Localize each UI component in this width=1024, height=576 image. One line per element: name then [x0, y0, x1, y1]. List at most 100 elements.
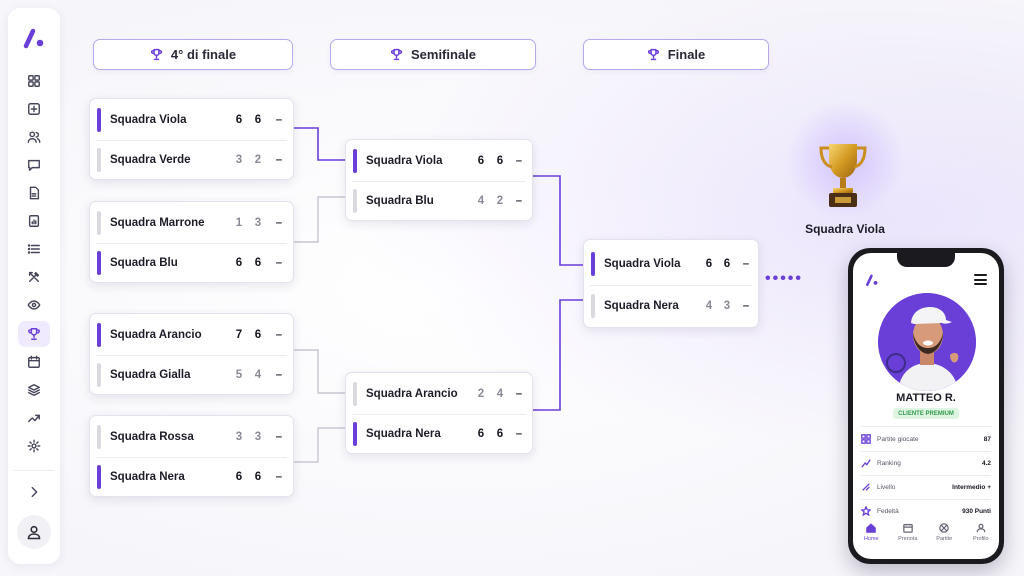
winner-indicator	[97, 251, 101, 275]
team-row[interactable]: Squadra Arancio 2 4 –	[346, 374, 532, 414]
set-score: 6	[477, 428, 485, 440]
sidebar-item-users[interactable]	[18, 124, 50, 150]
trend-icon	[28, 414, 40, 423]
sidebar	[8, 8, 60, 564]
set-score-empty: –	[275, 369, 283, 381]
set-score: 6	[477, 155, 485, 167]
nav-label: Prenota	[898, 536, 918, 542]
trophy-icon	[28, 328, 40, 340]
match-card-quarterfinal-4[interactable]: Squadra Rossa 3 3 – Squadra Nera 6 6 –	[89, 415, 294, 497]
team-row[interactable]: Squadra Nera 4 3 –	[584, 286, 758, 326]
team-name: Squadra Verde	[110, 154, 191, 166]
set-score: 6	[235, 114, 243, 126]
set-score-empty: –	[275, 217, 283, 229]
list-icon	[27, 244, 40, 254]
team-row[interactable]: Squadra Rossa 3 3 –	[90, 417, 293, 457]
set-score: 6	[235, 257, 243, 269]
team-row[interactable]: Squadra Nera 6 6 –	[90, 457, 293, 497]
team-indicator	[97, 211, 101, 235]
stat-row: Fedeltà 930 Punti	[860, 500, 991, 522]
report-icon	[28, 215, 40, 227]
stat-row: Livello Intermedio +	[861, 476, 991, 498]
app-logo[interactable]	[22, 26, 46, 50]
stat-row: Ranking 4.2	[861, 452, 991, 474]
profile-photo	[878, 293, 976, 391]
sidebar-item-add[interactable]	[18, 96, 50, 122]
team-row[interactable]: Squadra Blu 4 2 –	[346, 181, 532, 221]
team-row[interactable]: Squadra Nera 6 6 –	[346, 414, 532, 454]
set-score: 4	[705, 300, 713, 312]
team-name: Squadra Nera	[604, 300, 679, 312]
stat-divider	[861, 499, 991, 500]
team-name: Squadra Arancio	[366, 388, 458, 400]
sidebar-item-documents[interactable]	[18, 180, 50, 206]
round-header-final[interactable]: Finale	[583, 39, 769, 70]
team-row[interactable]: Squadra Blu 6 6 –	[90, 243, 293, 283]
round-header-semifinals[interactable]: Semifinale	[330, 39, 536, 70]
winner-indicator	[97, 465, 101, 489]
sidebar-item-layers[interactable]	[18, 377, 50, 403]
team-indicator	[97, 425, 101, 449]
set-score: 2	[254, 154, 262, 166]
sidebar-item-view[interactable]	[18, 292, 50, 318]
nav-item-prenota[interactable]: Prenota	[893, 523, 923, 553]
match-card-final[interactable]: Squadra Viola 6 6 – Squadra Nera 4 3 –	[583, 239, 759, 328]
team-indicator	[353, 189, 357, 213]
user-avatar[interactable]	[17, 515, 51, 549]
stat-label: Fedeltà	[877, 507, 899, 515]
set-score: 6	[723, 258, 731, 270]
set-score-empty: –	[275, 257, 283, 269]
set-score-empty: –	[275, 431, 283, 443]
sidebar-item-analytics[interactable]	[18, 405, 50, 431]
set-score: 6	[235, 471, 243, 483]
team-row[interactable]: Squadra Marrone 1 3 –	[90, 203, 293, 243]
nav-item-profilo[interactable]: Profilo	[966, 523, 996, 553]
set-score: 3	[723, 300, 731, 312]
match-card-semifinal-1[interactable]: Squadra Viola 6 6 – Squadra Blu 4 2 –	[345, 139, 533, 221]
team-name: Squadra Viola	[366, 155, 443, 167]
app-logo[interactable]	[865, 273, 879, 287]
match-card-quarterfinal-2[interactable]: Squadra Marrone 1 3 – Squadra Blu 6 6 –	[89, 201, 294, 283]
team-row[interactable]: Squadra Arancio 7 6 –	[90, 315, 293, 355]
sidebar-item-calendar[interactable]	[18, 349, 50, 375]
set-score-empty: –	[515, 428, 523, 440]
team-row[interactable]: Squadra Viola 6 6 –	[584, 244, 758, 284]
stat-divider	[861, 426, 991, 427]
nav-item-partite[interactable]: Partite	[929, 523, 959, 553]
stat-value: Intermedio +	[952, 483, 991, 491]
sidebar-item-dashboard[interactable]	[18, 68, 50, 94]
winner-indicator	[97, 108, 101, 132]
sidebar-item-tournaments[interactable]	[18, 321, 50, 347]
set-score-empty: –	[515, 388, 523, 400]
team-name: Squadra Nera	[110, 471, 185, 483]
team-row[interactable]: Squadra Viola 6 6 –	[346, 141, 532, 181]
sidebar-divider	[14, 470, 54, 471]
team-indicator	[97, 148, 101, 172]
sidebar-expand-button[interactable]	[18, 479, 50, 505]
round-header-label: 4° di finale	[170, 47, 237, 62]
set-score-empty: –	[275, 114, 283, 126]
match-card-semifinal-2[interactable]: Squadra Arancio 2 4 – Squadra Nera 6 6 –	[345, 372, 533, 454]
stat-value: 4.2	[981, 459, 991, 467]
set-score: 5	[235, 369, 243, 381]
team-row[interactable]: Squadra Gialla 5 4 –	[90, 355, 293, 395]
sidebar-item-list[interactable]	[18, 236, 50, 262]
sidebar-item-settings[interactable]	[18, 433, 50, 459]
user-icon	[976, 523, 986, 533]
stat-row: Partite giocate 87	[861, 428, 991, 450]
sidebar-item-reports[interactable]	[18, 208, 50, 234]
match-card-quarterfinal-3[interactable]: Squadra Arancio 7 6 – Squadra Gialla 5 4…	[89, 313, 294, 395]
nav-item-home[interactable]: Home	[856, 523, 886, 553]
match-card-quarterfinal-1[interactable]: Squadra Viola 6 6 – Squadra Verde 3 2 –	[89, 98, 294, 180]
player-name: MATTEO R.	[896, 392, 956, 404]
eye-icon	[27, 300, 41, 310]
trophy-icon	[390, 48, 403, 61]
sidebar-item-tools[interactable]	[18, 264, 50, 290]
round-header-quarterfinals[interactable]: 4° di finale	[93, 39, 293, 70]
team-row[interactable]: Squadra Verde 3 2 –	[90, 140, 293, 180]
sidebar-item-messages[interactable]	[18, 152, 50, 178]
team-name: Squadra Nera	[366, 428, 441, 440]
set-score: 4	[496, 388, 504, 400]
hamburger-menu-icon[interactable]	[974, 274, 987, 285]
team-row[interactable]: Squadra Viola 6 6 –	[90, 100, 293, 140]
